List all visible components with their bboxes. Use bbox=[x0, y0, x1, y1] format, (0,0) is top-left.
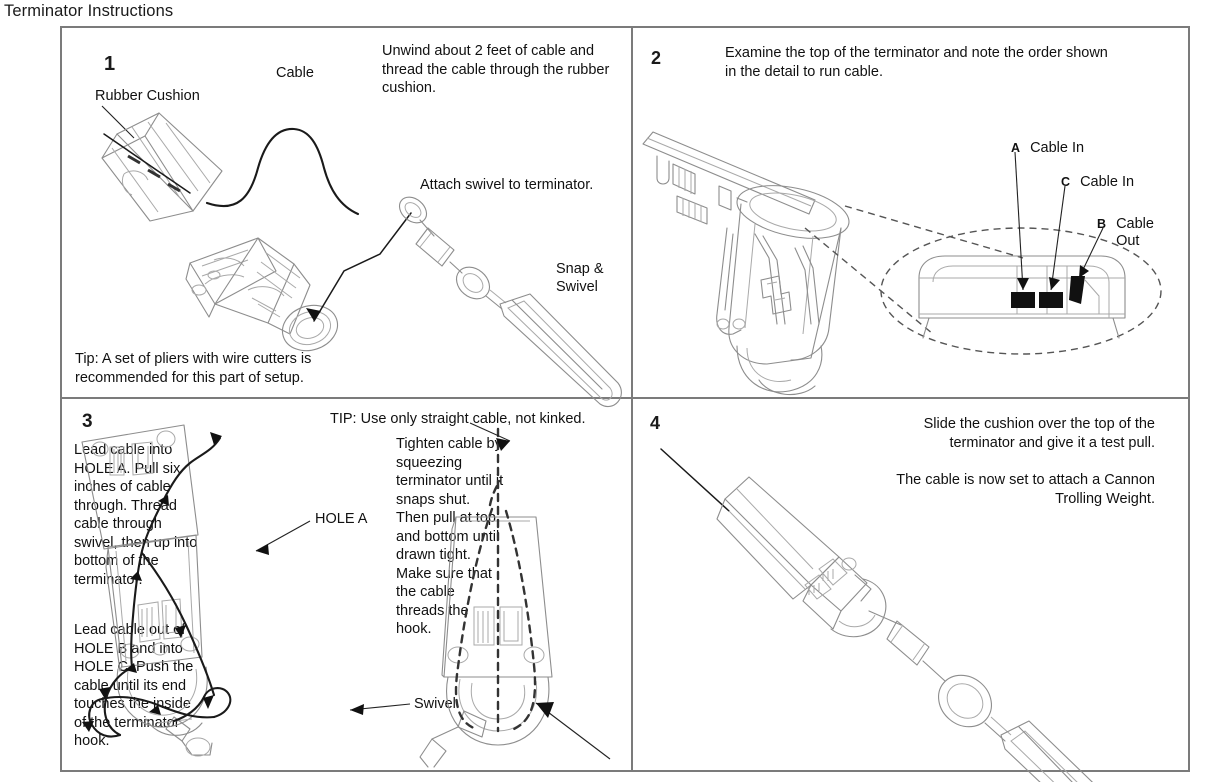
label-hole-a: HOLE A bbox=[315, 511, 368, 527]
callout-c-label: Cable In bbox=[1080, 174, 1135, 190]
label-cable: Cable bbox=[276, 65, 314, 81]
callout-c: C Cable In bbox=[1061, 174, 1134, 191]
step3-middle-text: Tighten cable by squeezing terminator un… bbox=[396, 436, 504, 637]
callout-a: A Cable In bbox=[1011, 140, 1084, 157]
label-snap-swivel: Snap & Swivel bbox=[556, 261, 604, 295]
callout-b: B Cable Out bbox=[1097, 216, 1158, 250]
step1-secondary-text: Attach swivel to terminator. bbox=[420, 177, 594, 193]
terminator-art-1 bbox=[185, 237, 339, 352]
page-title: Terminator Instructions bbox=[4, 2, 174, 20]
label-rubber-cushion: Rubber Cushion bbox=[95, 88, 200, 104]
panel-step-4: 4 Slide the cushion over the top of the … bbox=[633, 399, 1190, 782]
panel-step-3: 3 TIP: Use only straight cable, not kink… bbox=[62, 399, 631, 770]
step4-secondary-text: The cable is now set to attach a Cannon … bbox=[896, 472, 1155, 507]
terminator-body-art bbox=[716, 185, 850, 396]
step-number-1: 1 bbox=[104, 53, 116, 75]
horizontal-divider bbox=[60, 397, 1190, 399]
step4-body-text: Slide the cushion over the top of the te… bbox=[923, 416, 1155, 451]
hole-a-marker bbox=[1011, 292, 1035, 308]
callout-b-key: B bbox=[1097, 217, 1107, 231]
step3-left-text-2: Lead cable out of HOLE B and into HOLE C… bbox=[74, 622, 194, 749]
panel-step-1: 1 Unwind about 2 feet of cable and threa… bbox=[62, 28, 631, 407]
panel-step-2: 2 Examine the top of the terminator and … bbox=[633, 28, 1190, 397]
hole-c-marker bbox=[1039, 292, 1063, 308]
callout-a-key: A bbox=[1011, 141, 1021, 155]
vertical-divider bbox=[631, 26, 633, 772]
step-number-2: 2 bbox=[651, 48, 662, 68]
hole-b-marker bbox=[1069, 276, 1085, 304]
step-number-3: 3 bbox=[82, 411, 93, 432]
callout-b-label: Cable Out bbox=[1116, 216, 1154, 249]
callout-c-key: C bbox=[1061, 175, 1071, 189]
step1-body-text: Unwind about 2 feet of cable and thread … bbox=[382, 43, 610, 96]
snap-swivel-art-1 bbox=[398, 196, 622, 407]
step2-illustration bbox=[633, 28, 1190, 397]
callout-a-label: Cable In bbox=[1030, 140, 1085, 156]
step1-tip-text: Tip: A set of pliers with wire cutters i… bbox=[75, 351, 312, 386]
step-number-4: 4 bbox=[650, 413, 661, 433]
step3-left-text-1: Lead cable into HOLE A. Pull six inches … bbox=[74, 442, 198, 588]
rubber-cushion-art bbox=[101, 112, 223, 222]
step3-tip-text: TIP: Use only straight cable, not kinked… bbox=[330, 411, 586, 427]
label-swivel: Swivel bbox=[414, 696, 456, 712]
step4-illustration bbox=[633, 399, 1190, 782]
snap-swivel-art-4 bbox=[868, 610, 1094, 782]
terminator-arm-art bbox=[642, 131, 816, 225]
step2-body-text: Examine the top of the terminator and no… bbox=[725, 45, 1108, 80]
